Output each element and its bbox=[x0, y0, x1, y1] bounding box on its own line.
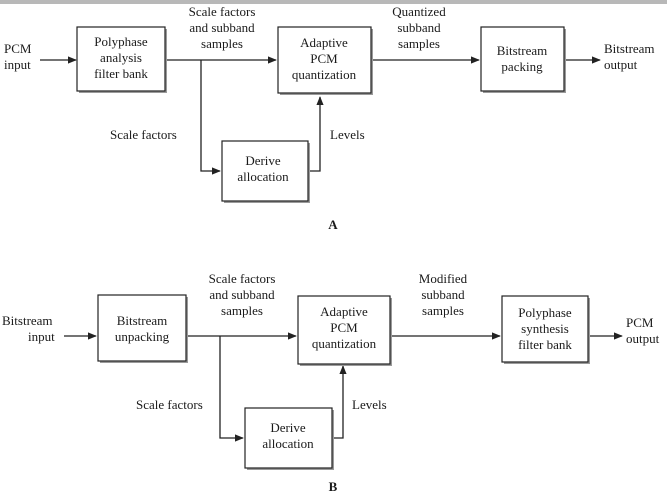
a-quantized-line1: Quantized bbox=[392, 4, 446, 19]
b-levels-label: Levels bbox=[352, 397, 387, 412]
b-scale-subband-line3: samples bbox=[221, 303, 263, 318]
diagram-a: Polyphase analysis filter bank Adaptive … bbox=[4, 4, 655, 232]
b-unpacking-block: Bitstream unpacking bbox=[97, 294, 188, 363]
a-quant-line1: Adaptive bbox=[300, 35, 348, 50]
a-scale-factors-arrow bbox=[200, 60, 221, 175]
b-alloc-line2: allocation bbox=[262, 436, 314, 451]
b-modified-line1: Modified bbox=[419, 271, 468, 286]
b-quant-line2: PCM bbox=[330, 320, 358, 335]
a-alloc-line2: allocation bbox=[237, 169, 289, 184]
a-quantization-block: Adaptive PCM quantization bbox=[277, 26, 373, 95]
b-quant-line3: quantization bbox=[312, 336, 377, 351]
b-scale-factors-label: Scale factors bbox=[136, 397, 203, 412]
b-input-label-line2: input bbox=[28, 329, 55, 344]
a-input-label-line2: input bbox=[4, 57, 31, 72]
b-synth-line2: synthesis bbox=[521, 321, 569, 336]
b-quantization-block: Adaptive PCM quantization bbox=[297, 295, 392, 366]
a-scale-subband-line1: Scale factors bbox=[189, 4, 256, 19]
a-filter-bank-line3: filter bank bbox=[94, 66, 148, 81]
a-quantized-line2: subband bbox=[397, 20, 441, 35]
b-output-label-line1: PCM bbox=[626, 315, 654, 330]
b-modified-line2: subband bbox=[421, 287, 465, 302]
a-levels-label: Levels bbox=[330, 127, 365, 142]
a-packing-line2: packing bbox=[501, 59, 543, 74]
b-unpacking-line1: Bitstream bbox=[117, 313, 168, 328]
diagram-b: Bitstream unpacking Adaptive PCM quantiz… bbox=[2, 271, 660, 494]
a-caption: A bbox=[328, 217, 338, 232]
a-quant-line2: PCM bbox=[310, 51, 338, 66]
a-quant-line3: quantization bbox=[292, 67, 357, 82]
b-unpacking-line2: unpacking bbox=[115, 329, 170, 344]
b-levels-arrow bbox=[332, 365, 347, 439]
b-scale-subband-line2: and subband bbox=[209, 287, 275, 302]
b-synth-line1: Polyphase bbox=[518, 305, 572, 320]
a-levels-arrow bbox=[308, 96, 324, 172]
a-output-label-line1: Bitstream bbox=[604, 41, 655, 56]
a-quantized-line3: samples bbox=[398, 36, 440, 51]
a-filter-bank-line2: analysis bbox=[100, 50, 142, 65]
b-allocation-block: Derive allocation bbox=[244, 407, 334, 470]
b-input-label-line1: Bitstream bbox=[2, 313, 53, 328]
b-modified-line3: samples bbox=[422, 303, 464, 318]
a-filter-bank-line1: Polyphase bbox=[94, 34, 148, 49]
b-output-label-line2: output bbox=[626, 331, 660, 346]
b-alloc-line1: Derive bbox=[270, 420, 306, 435]
top-border bbox=[0, 0, 667, 4]
a-allocation-block: Derive allocation bbox=[221, 140, 310, 203]
a-filter-bank-block: Polyphase analysis filter bank bbox=[76, 26, 167, 93]
b-synthesis-block: Polyphase synthesis filter bank bbox=[501, 295, 590, 364]
a-alloc-line1: Derive bbox=[245, 153, 281, 168]
a-scale-subband-line3: samples bbox=[201, 36, 243, 51]
a-output-label-line2: output bbox=[604, 57, 638, 72]
a-input-label-line1: PCM bbox=[4, 41, 32, 56]
b-caption: B bbox=[329, 479, 338, 494]
a-scale-subband-line2: and subband bbox=[189, 20, 255, 35]
b-scale-factors-arrow bbox=[219, 336, 244, 442]
b-scale-subband-line1: Scale factors bbox=[209, 271, 276, 286]
a-packing-line1: Bitstream bbox=[497, 43, 548, 58]
b-quant-line1: Adaptive bbox=[320, 304, 368, 319]
b-synth-line3: filter bank bbox=[518, 337, 572, 352]
a-packing-block: Bitstream packing bbox=[480, 26, 566, 93]
a-scale-factors-label: Scale factors bbox=[110, 127, 177, 142]
